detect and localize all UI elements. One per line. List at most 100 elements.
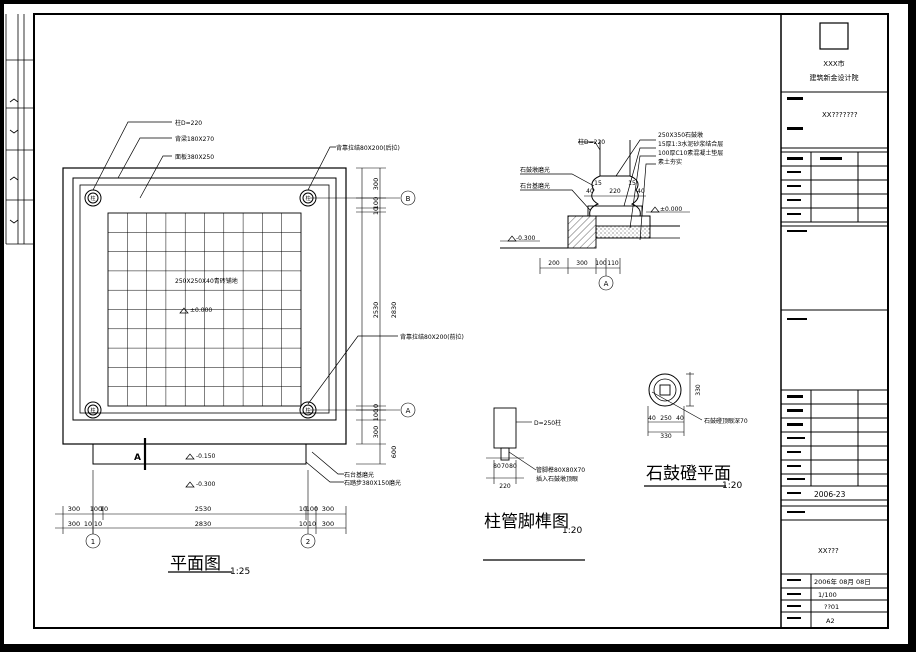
plan-label-edge-2: 石踏步380X150磨光 xyxy=(344,479,401,487)
svg-text:100: 100 xyxy=(595,260,607,267)
org-line1: XXX市 xyxy=(823,59,844,68)
svg-text:300: 300 xyxy=(372,178,380,190)
svg-text:70: 70 xyxy=(501,463,509,470)
plan-label-tie-rear: 背靠拉结80X200(后拉) xyxy=(336,144,400,152)
svg-text:250: 250 xyxy=(660,415,672,422)
scale-value: 1/100 xyxy=(818,591,837,599)
svg-text:330: 330 xyxy=(695,384,702,396)
svg-text:220: 220 xyxy=(609,188,621,195)
plan-dims-bottom xyxy=(55,470,347,549)
drum-scale: 1:20 xyxy=(722,481,742,491)
column-tags: 柱 柱 柱 柱 xyxy=(90,195,310,414)
svg-text:2530: 2530 xyxy=(372,302,380,319)
plan-label-edge-1: 石台基磨光 xyxy=(344,471,374,479)
footing-label-d: D=250柱 xyxy=(534,419,561,427)
section-label-l6: 石台基磨光 xyxy=(520,182,550,190)
svg-text:40: 40 xyxy=(637,188,645,195)
drawing-border xyxy=(33,13,889,629)
sheet-number: ??01 xyxy=(824,603,839,611)
column-footing xyxy=(483,407,585,561)
plan-leaders xyxy=(92,121,398,483)
section-label-l2: 15厚1:3水泥砂浆结合层 xyxy=(658,140,723,148)
svg-text:80: 80 xyxy=(493,463,501,470)
svg-text:300: 300 xyxy=(372,426,380,438)
svg-text:10: 10 xyxy=(299,520,307,528)
plan-label-paving: 250X250X40青砖铺地 xyxy=(175,277,238,285)
project-name: XX??????? xyxy=(822,111,858,119)
svg-text:柱: 柱 xyxy=(305,407,310,414)
drum-label: 石鼓磴顶眼深70 xyxy=(704,417,748,425)
svg-text:300: 300 xyxy=(576,260,588,267)
binding-strip xyxy=(5,14,34,245)
svg-text:100: 100 xyxy=(372,409,380,421)
svg-text:2530: 2530 xyxy=(195,505,212,513)
section-dims-bottom: 200 300 100 110 xyxy=(548,260,619,267)
drum-title: 石鼓磴平面 xyxy=(646,464,731,484)
axis-1: 1 xyxy=(91,538,95,546)
footing-label-tenon: 管脚榫80X80X70 xyxy=(536,466,585,474)
svg-text:220: 220 xyxy=(499,483,511,490)
svg-text:柱: 柱 xyxy=(90,195,95,202)
section-elev-bot: -0.300 xyxy=(516,235,536,242)
drawing-number: 2006-23 xyxy=(814,490,846,499)
svg-text:300: 300 xyxy=(68,505,80,513)
svg-text:10: 10 xyxy=(84,520,92,528)
section-label-l5: 石鼓墩磨光 xyxy=(520,166,550,174)
svg-text:2830: 2830 xyxy=(195,520,212,528)
section-dims-top: 40 15 220 15 40 xyxy=(586,180,645,195)
paper xyxy=(4,4,908,644)
section-label-l3: 100厚C10素混凝土垫层 xyxy=(658,149,723,157)
section-label-l4: 素土夯实 xyxy=(658,158,682,166)
plan-label-fascia: 面板380X250 xyxy=(175,153,214,161)
date-line: 2006年 08月 08日 xyxy=(814,577,871,586)
footing-scale: 1:20 xyxy=(562,526,582,536)
plan-dim-texts-right: 300 100 10 2530 2830 10 100 300 600 xyxy=(372,178,398,458)
svg-text:330: 330 xyxy=(660,433,672,440)
axis-2: 2 xyxy=(306,538,310,546)
plan-label-tie-front: 背靠拉结80X200(前拉) xyxy=(400,333,464,341)
svg-text:10: 10 xyxy=(100,505,108,513)
plan-elev-1: -0.150 xyxy=(196,453,216,460)
svg-text:300: 300 xyxy=(322,505,334,513)
svg-text:100: 100 xyxy=(90,505,102,513)
svg-text:2830: 2830 xyxy=(390,302,398,319)
axis-B: B xyxy=(406,195,411,203)
svg-text:100: 100 xyxy=(372,197,380,209)
drum-plan xyxy=(644,372,726,487)
title-block xyxy=(780,14,888,628)
svg-text:300: 300 xyxy=(68,520,80,528)
plan-scale: 1:25 xyxy=(230,567,250,577)
plan-title: 平面图 xyxy=(170,554,221,574)
svg-text:80: 80 xyxy=(509,463,517,470)
section-label-column: 柱D=220 xyxy=(578,138,605,146)
svg-text:200: 200 xyxy=(548,260,560,267)
svg-text:柱: 柱 xyxy=(90,407,95,414)
svg-text:110: 110 xyxy=(607,260,619,267)
svg-text:40: 40 xyxy=(586,188,594,195)
title-block-marks xyxy=(787,97,842,619)
svg-text:柱: 柱 xyxy=(305,195,310,202)
axis-A: A xyxy=(406,407,411,415)
project-name-bottom: XX??? xyxy=(818,547,839,555)
svg-text:600: 600 xyxy=(390,446,398,458)
section-axis: A xyxy=(604,280,609,288)
svg-text:10: 10 xyxy=(372,404,380,412)
footing-dims: 80 70 80 220 xyxy=(493,463,517,490)
section-label-l1: 250X350石鼓墩 xyxy=(658,131,703,139)
drum-dims: 40 250 40 330 330 xyxy=(648,384,702,440)
org-line2: 建筑新金设计院 xyxy=(810,73,859,82)
svg-text:15: 15 xyxy=(628,180,636,187)
svg-text:10: 10 xyxy=(372,207,380,215)
svg-text:40: 40 xyxy=(648,415,656,422)
svg-text:40: 40 xyxy=(676,415,684,422)
plan-label-column: 柱D=220 xyxy=(175,119,202,127)
plan-view xyxy=(55,121,416,573)
plan-elev-0: ±0.000 xyxy=(190,307,212,314)
svg-text:15: 15 xyxy=(594,180,602,187)
svg-text:10: 10 xyxy=(299,505,307,513)
svg-text:10: 10 xyxy=(94,520,102,528)
plan-label-beam: 背梁180X270 xyxy=(175,135,214,143)
section-view xyxy=(500,139,690,291)
svg-text:10: 10 xyxy=(308,520,316,528)
